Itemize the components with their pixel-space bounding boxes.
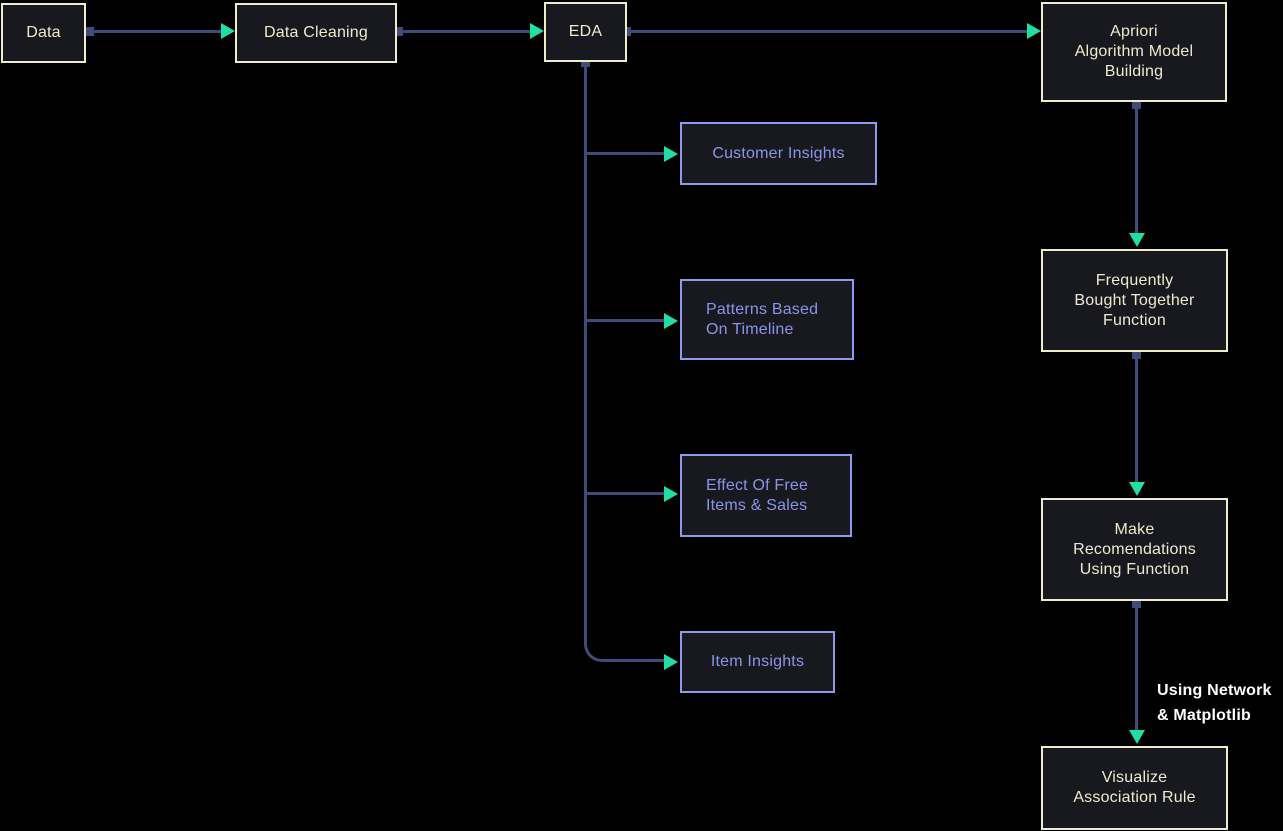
node-label: Data Cleaning: [264, 24, 368, 41]
edge-cleaning-to-eda: [397, 30, 531, 33]
edge-trunk-to-customer-insights: [585, 152, 666, 155]
node-eda[interactable]: EDA: [544, 2, 627, 62]
node-data-cleaning[interactable]: Data Cleaning: [235, 3, 397, 63]
node-effect-free-items[interactable]: Effect Of Free Items & Sales: [680, 454, 852, 537]
arrowhead-icon: [1129, 730, 1145, 744]
edge-annotation: Using Network & Matplotlib: [1157, 653, 1283, 728]
arrowhead-icon: [1129, 482, 1145, 496]
node-customer-insights[interactable]: Customer Insights: [680, 122, 877, 185]
arrowhead-icon: [664, 486, 678, 502]
node-label: Customer Insights: [712, 144, 845, 162]
node-label: Effect Of Free Items & Sales: [706, 476, 809, 514]
node-label: Apriori Algorithm Model Building: [1074, 23, 1194, 80]
arrowhead-icon: [664, 313, 678, 329]
arrowhead-icon: [664, 654, 678, 670]
node-make-recommendations[interactable]: Make Recomendations Using Function: [1041, 498, 1228, 601]
edge-annotation-label: Using Network & Matplotlib: [1157, 682, 1272, 724]
node-label: Make Recomendations Using Function: [1073, 520, 1196, 578]
node-label: Item Insights: [710, 653, 805, 670]
edge-elbow: [584, 641, 604, 662]
node-label: Data: [26, 24, 61, 41]
arrowhead-icon: [530, 23, 544, 39]
node-label: EDA: [568, 23, 603, 40]
edge-apriori-to-frequently: [1135, 102, 1138, 234]
edge-make-to-visualize: [1135, 601, 1138, 730]
node-label: Visualize Association Rule: [1073, 769, 1196, 806]
node-label: Patterns Based On Timeline: [706, 300, 819, 338]
arrowhead-icon: [664, 146, 678, 162]
edge-trunk-to-effect: [585, 492, 666, 495]
edge-data-to-cleaning: [86, 30, 222, 33]
edge-eda-trunk: [584, 62, 587, 641]
node-frequently-bought-together[interactable]: Frequently Bought Together Function: [1041, 249, 1228, 352]
edge-trunk-to-patterns: [585, 319, 666, 322]
arrowhead-icon: [1027, 23, 1041, 39]
node-label: Frequently Bought Together Function: [1074, 271, 1195, 329]
node-visualize-association-rule[interactable]: Visualize Association Rule: [1041, 746, 1228, 830]
node-item-insights[interactable]: Item Insights: [680, 631, 835, 693]
edge-trunk-to-item-insights: [603, 659, 665, 662]
node-data[interactable]: Data: [1, 3, 86, 63]
node-apriori-model-building[interactable]: Apriori Algorithm Model Building: [1041, 2, 1227, 102]
edge-eda-to-apriori: [627, 30, 1028, 33]
arrowhead-icon: [1129, 233, 1145, 247]
node-patterns-timeline[interactable]: Patterns Based On Timeline: [680, 279, 854, 360]
edge-frequently-to-make: [1135, 352, 1138, 483]
arrowhead-icon: [221, 23, 235, 39]
